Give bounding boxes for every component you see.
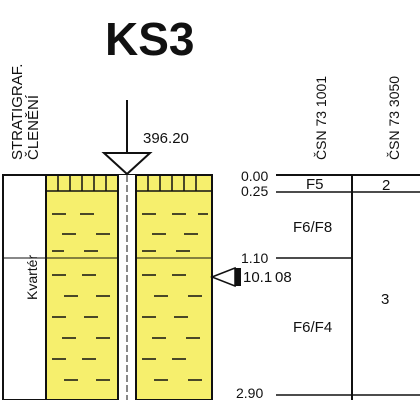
class-1001-row-3: F6/F4 [293,319,332,336]
classification-table [276,174,420,400]
class-3050-row-1: 2 [382,177,390,194]
depth-label-0-25: 0.25 [241,183,268,199]
stratigraphy-header-line-2: ČLENĚNÍ [25,94,42,160]
surface-elevation-label: 396.20 [143,130,189,147]
class-3050-row-2: 3 [381,291,389,308]
depth-label-1-10: 1.10 [241,250,268,266]
water-level-date: 08 [275,269,292,286]
csn-73-3050-header: ČSN 73 3050 [386,76,402,160]
water-level-depth: 10.1 [243,269,272,286]
borehole-title: KS3 [105,13,194,65]
depth-label-0-00: 0.00 [241,168,268,184]
class-1001-row-2: F6/F8 [293,219,332,236]
stratigraphy-header-line-1: STRATIGRAF. [9,64,26,160]
formation-label: Kvartér [24,255,40,300]
stratigraphy-column [2,174,47,400]
water-level-marker-icon [209,266,241,288]
class-1001-row-1: F5 [306,176,324,193]
csn-73-1001-header: ČSN 73 1001 [313,76,329,160]
depth-label-2-90: 2.90 [236,385,263,400]
lithology-column [45,174,213,400]
surface-level-triangle-icon [101,100,153,176]
